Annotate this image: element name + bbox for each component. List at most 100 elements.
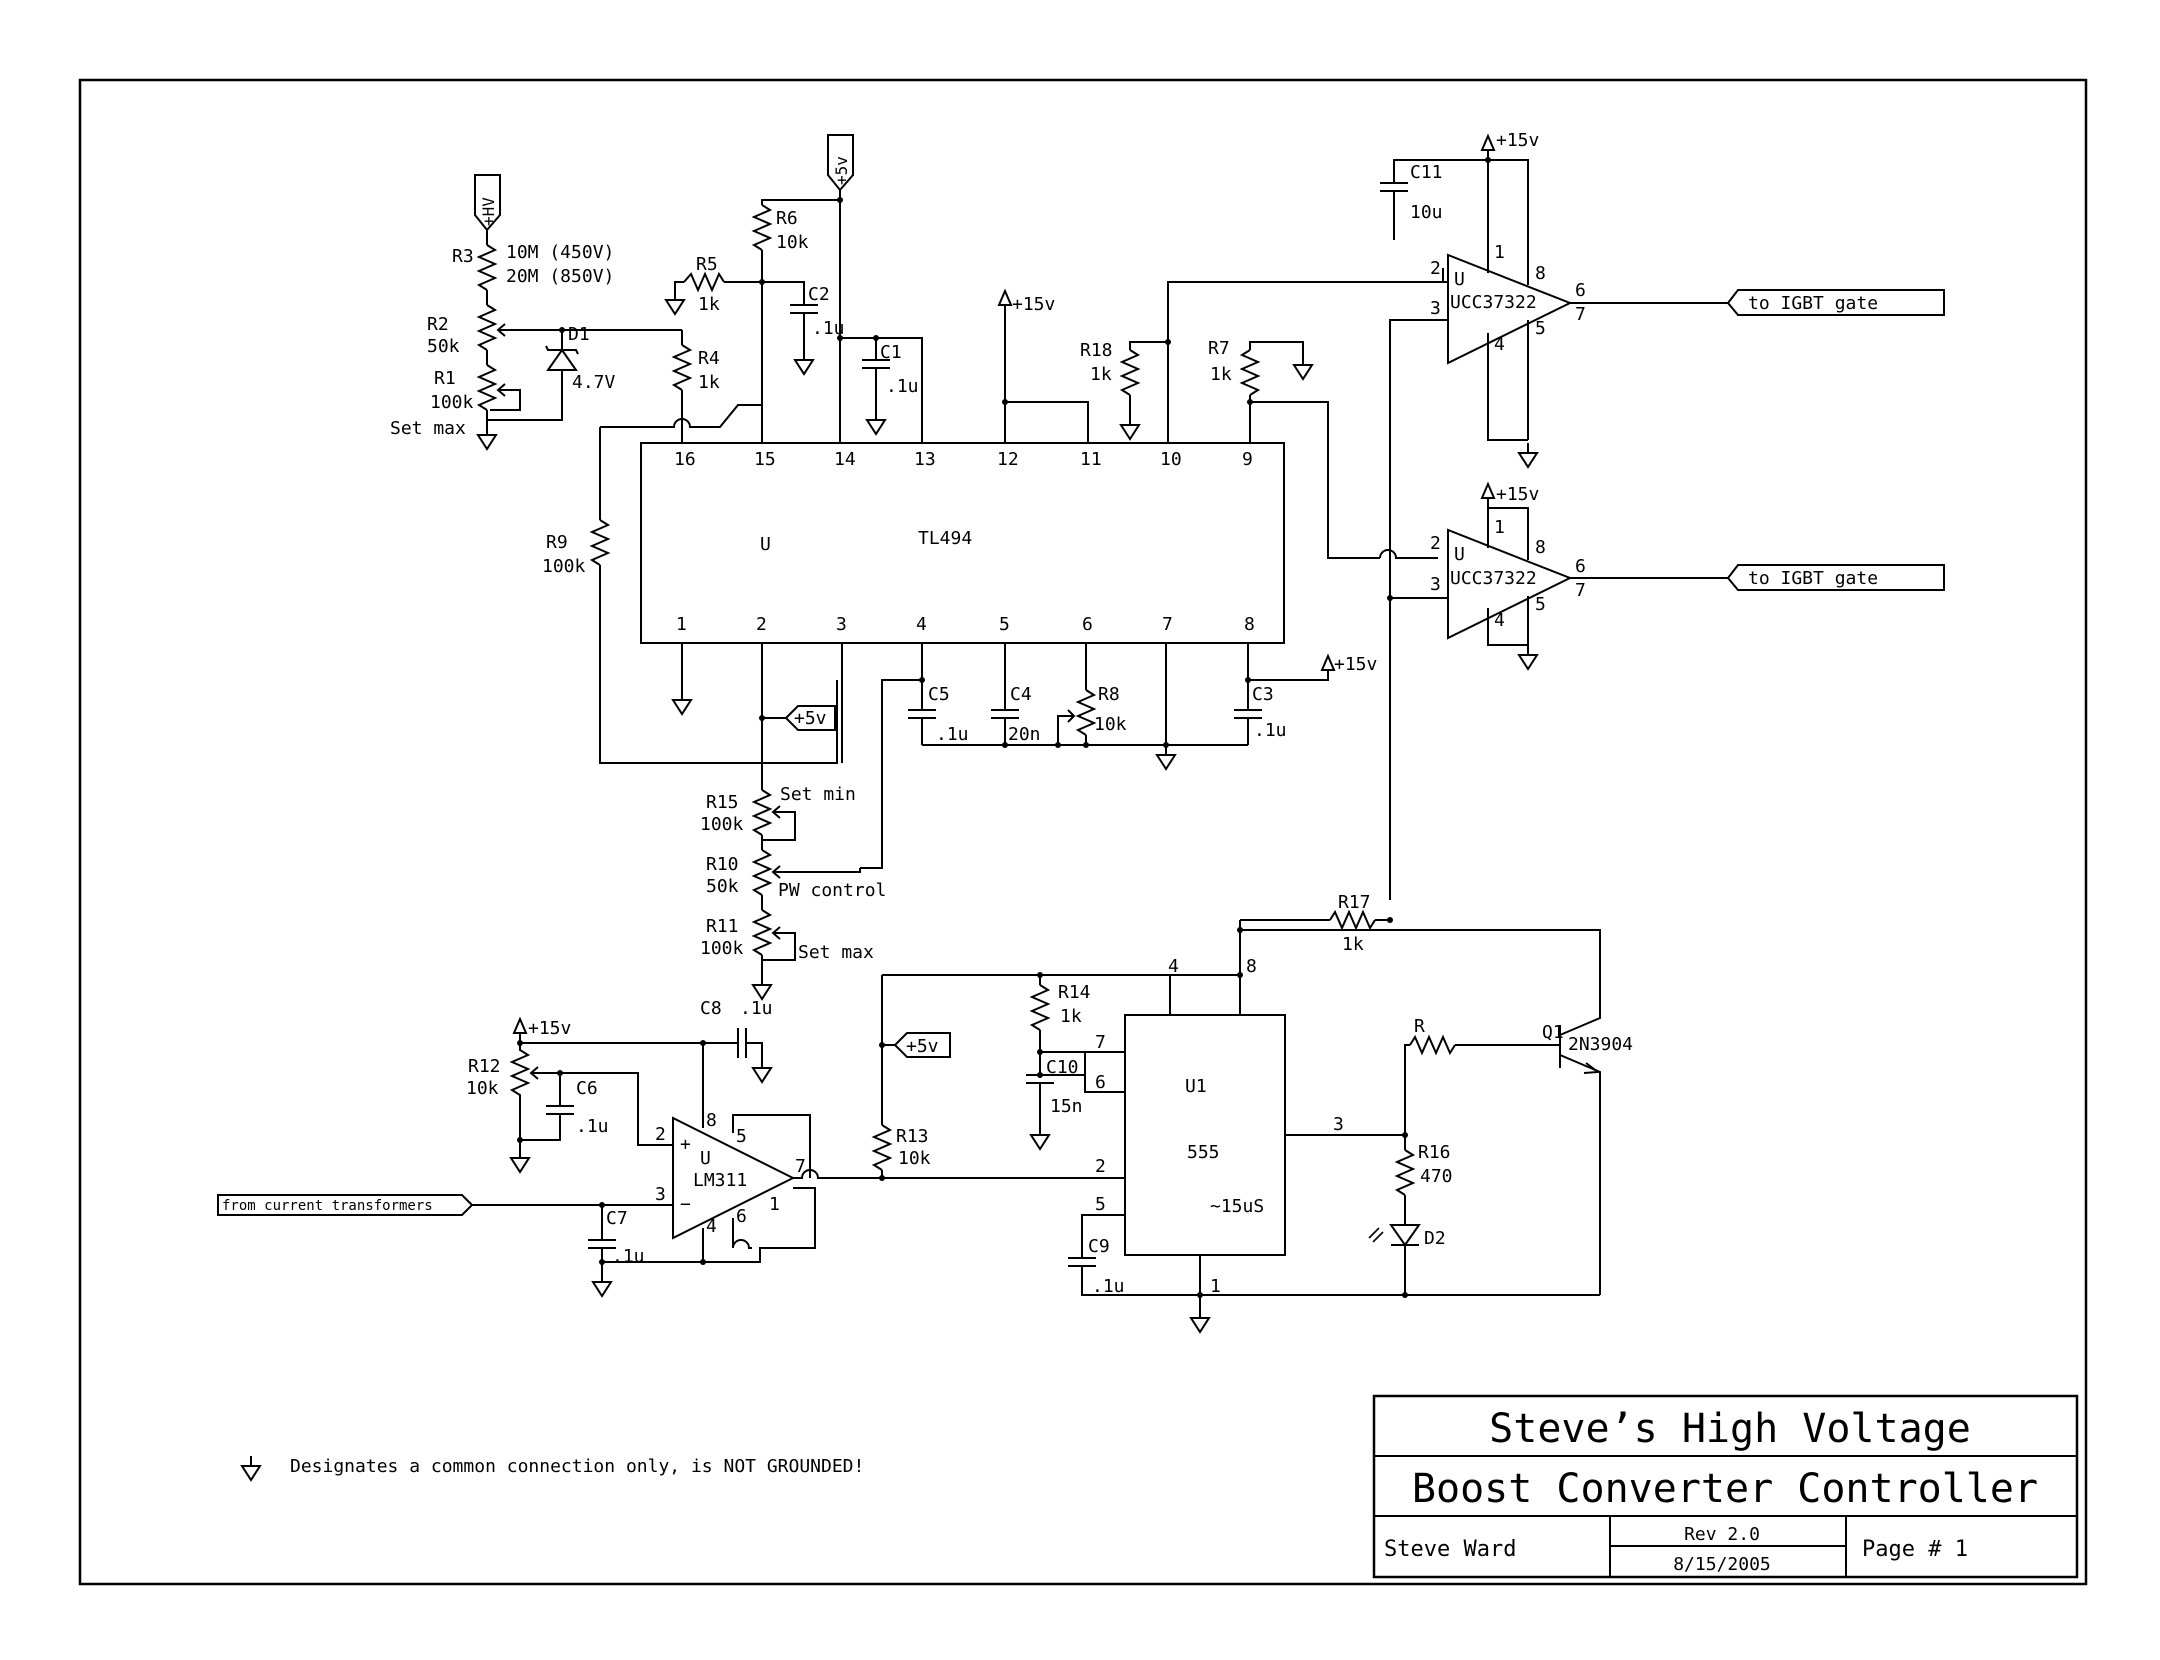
c9-ref: C9 xyxy=(1088,1236,1110,1257)
sheet-border xyxy=(78,78,2088,1586)
r6-value: 10k xyxy=(776,232,809,253)
c11-ref: C11 xyxy=(1410,162,1443,183)
c6-ref: C6 xyxy=(576,1078,598,1099)
u1-ref: U1 xyxy=(1185,1076,1207,1097)
igbt-port-2-label: to IGBT gate xyxy=(1748,568,1878,589)
tl494-pin-5: 5 xyxy=(999,614,1010,635)
lm311-pin-6: 6 xyxy=(736,1206,747,1227)
igbt-gate-port-2 xyxy=(1726,564,1945,591)
r8-ref: R8 xyxy=(1098,684,1120,705)
ucc1-pin-3: 3 xyxy=(1430,298,1441,319)
c2-ref: C2 xyxy=(808,284,830,305)
lm311-pin-3: 3 xyxy=(655,1184,666,1205)
r12-ref: R12 xyxy=(468,1056,501,1077)
ucc2-name: UCC37322 xyxy=(1450,568,1537,589)
c4-ref: C4 xyxy=(1010,684,1032,705)
r7-value: 1k xyxy=(1210,364,1232,385)
pin12-supply: +15v xyxy=(998,290,1089,443)
c3-ref: C3 xyxy=(1252,684,1274,705)
r15-ref: R15 xyxy=(706,792,739,813)
c1-value: .1u xyxy=(886,376,919,397)
igbt-gate-port-1 xyxy=(1726,289,1945,316)
v5-port-low-label: +5v xyxy=(906,1036,939,1057)
revision: Rev 2.0 xyxy=(1684,1524,1760,1545)
q1-value: 2N3904 xyxy=(1568,1034,1633,1055)
ucc1-ref: U xyxy=(1454,269,1465,290)
hv-port xyxy=(474,174,501,232)
ucc1-pin-4: 4 xyxy=(1494,334,1505,355)
common-connection-symbol xyxy=(241,1455,261,1481)
r13-ref: R13 xyxy=(896,1126,929,1147)
d2-ref: D2 xyxy=(1424,1228,1446,1249)
hv-port-label: +HV xyxy=(479,197,498,226)
c6-value: .1u xyxy=(576,1116,609,1137)
v5-port-top xyxy=(827,134,854,192)
rail-15v-a: +15v xyxy=(1012,294,1055,315)
page-number: Page # 1 xyxy=(1862,1537,1968,1562)
ucc1-pin-6: 6 xyxy=(1575,280,1586,301)
ucc1-pin-5: 5 xyxy=(1535,318,1546,339)
ucc2-pin-4: 4 xyxy=(1494,610,1505,631)
u555-pin-6: 6 xyxy=(1095,1072,1106,1093)
c5-value: .1u xyxy=(936,724,969,745)
u555-pin-4: 4 xyxy=(1168,956,1179,977)
c7-value: .1u xyxy=(612,1246,645,1267)
c2-value: .1u xyxy=(812,318,845,339)
lm311-pin-1: 1 xyxy=(769,1194,780,1215)
title-line-1: Steve’s High Voltage xyxy=(1489,1406,1971,1452)
c4-value: 20n xyxy=(1008,724,1041,745)
tl494-pin-16: 16 xyxy=(674,449,696,470)
lm311-ref: U xyxy=(700,1148,711,1169)
u555-pin-2: 2 xyxy=(1095,1156,1106,1177)
rail-15v-c: +15v xyxy=(1496,484,1539,505)
r11-note: Set max xyxy=(798,942,874,963)
tl494-pin-8: 8 xyxy=(1244,614,1255,635)
tl494-pin-1: 1 xyxy=(676,614,687,635)
date: 8/15/2005 xyxy=(1673,1554,1771,1575)
r1-note: Set max xyxy=(390,418,466,439)
ucc1-pin-7: 7 xyxy=(1575,304,1586,325)
r3-value-1: 10M (450V) xyxy=(506,242,614,263)
q1-ref: Q1 xyxy=(1542,1022,1564,1043)
note-text: Designates a common connection only, is … xyxy=(290,1456,864,1477)
c11-value: 10u xyxy=(1410,202,1443,223)
u555-pin-7: 7 xyxy=(1095,1032,1106,1053)
ucc2-pin-3: 3 xyxy=(1430,574,1441,595)
ucc2-pin-8: 8 xyxy=(1535,537,1546,558)
tl494-name: TL494 xyxy=(918,528,972,549)
r3-value-2: 20M (850V) xyxy=(506,266,614,287)
tl494-bottom-network: +5v C5 .1u C4 20n R8 10k C3 xyxy=(672,643,1377,869)
r1-ref: R1 xyxy=(434,368,456,389)
lm311-pin-7: 7 xyxy=(795,1156,806,1177)
r5-ref: R5 xyxy=(696,254,718,275)
ucc2-pin-6: 6 xyxy=(1575,556,1586,577)
c1-ref: C1 xyxy=(880,342,902,363)
r2-ref: R2 xyxy=(427,314,449,335)
ucc2-pin-7: 7 xyxy=(1575,580,1586,601)
r-ref: R xyxy=(1414,1016,1425,1037)
tl494-pin-7: 7 xyxy=(1162,614,1173,635)
r10-value: 50k xyxy=(706,876,739,897)
u555-name: 555 xyxy=(1187,1142,1220,1163)
d1-ref: D1 xyxy=(568,324,590,345)
r10-note: PW control xyxy=(778,880,886,901)
r10-ref: R10 xyxy=(706,854,739,875)
ucc1-pin-8: 8 xyxy=(1535,263,1546,284)
gate-driver-1: U UCC37322 2 3 1 8 +15v 6 7 5 4 C11 10u … xyxy=(1380,130,1945,900)
rail-15v-b: +15v xyxy=(1496,130,1539,151)
ref-5v-section: +5v R6 10k R5 1k C2 .1u C1 .1u xyxy=(665,134,923,443)
lm311-pin-5: 5 xyxy=(736,1126,747,1147)
rail-15v-d: +15v xyxy=(1334,654,1377,675)
r18-value: 1k xyxy=(1090,364,1112,385)
lm311-minus: − xyxy=(680,1194,691,1215)
timer-555: U1 555 ~15uS 4 8 +5v 2 R13 10k R14 1k 7 … xyxy=(871,892,1633,1333)
deadtime-resistors: R18 1k R7 1k xyxy=(1080,268,1444,559)
tl494-ref: U xyxy=(760,534,771,555)
hv-divider: +HV R3 10M (450V) 20M (850V) R2 50k R1 1… xyxy=(390,174,762,450)
tl494-pin-11: 11 xyxy=(1080,449,1102,470)
tl494-pin-15: 15 xyxy=(754,449,776,470)
r4-ref: R4 xyxy=(698,348,720,369)
r9-value: 100k xyxy=(542,556,586,577)
